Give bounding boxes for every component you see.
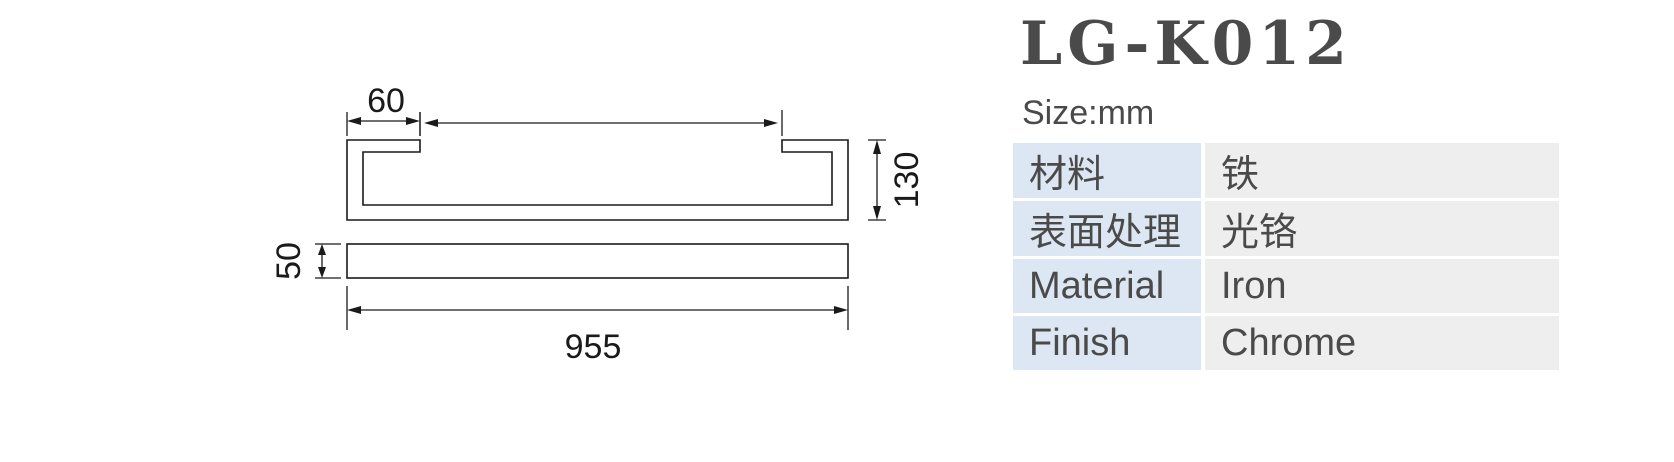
spec-value: 铁 (1205, 143, 1559, 201)
spec-table: 材料 铁 表面处理 光铬 Material Iron Finish Chrome (1013, 143, 1559, 373)
handle-side-view (346, 243, 849, 279)
arrowhead (318, 267, 326, 278)
spec-value: 光铬 (1205, 201, 1559, 259)
dim-label-thickness: 50 (270, 242, 308, 280)
table-row: Material Iron (1013, 259, 1559, 316)
arrowhead (347, 306, 361, 314)
dim-label-height: 130 (888, 152, 926, 209)
spec-label: 材料 (1013, 143, 1205, 201)
arrowhead (764, 119, 778, 127)
spec-label: 表面处理 (1013, 201, 1205, 259)
model-number: LG-K012 (1020, 9, 1352, 79)
technical-drawing: 60 130 50 955 (270, 82, 926, 366)
arrowhead (834, 306, 848, 314)
spec-label: Material (1013, 259, 1205, 316)
table-row: Finish Chrome (1013, 316, 1559, 373)
size-unit-label: Size:mm (1022, 94, 1155, 132)
table-row: 材料 铁 (1013, 143, 1559, 201)
arrowhead (873, 140, 881, 154)
dim-label-top-width: 60 (367, 82, 405, 120)
arrowhead (424, 119, 438, 127)
arrowhead (318, 244, 326, 255)
arrowhead (406, 117, 420, 125)
dim-label-length: 955 (565, 328, 622, 366)
spec-label: Finish (1013, 316, 1205, 373)
handle-top-view (346, 139, 849, 221)
table-row: 表面处理 光铬 (1013, 201, 1559, 259)
arrowhead (873, 206, 881, 220)
spec-value: Iron (1205, 259, 1559, 316)
arrowhead (347, 117, 361, 125)
spec-value: Chrome (1205, 316, 1559, 373)
